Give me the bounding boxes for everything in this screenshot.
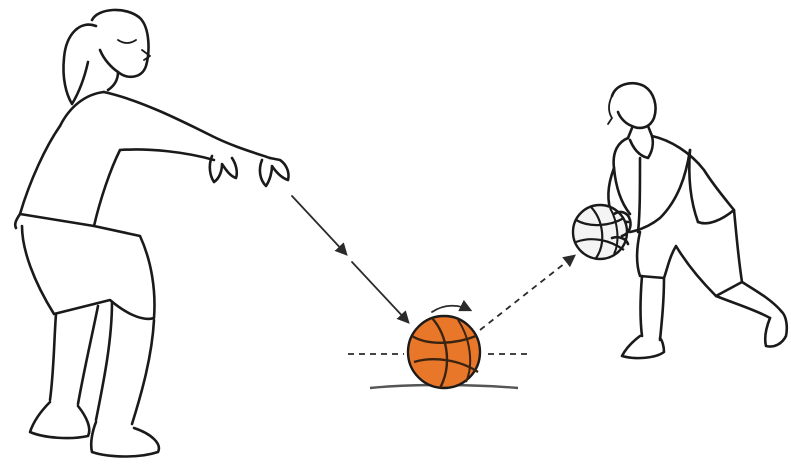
receiver-leg-left	[641, 276, 665, 340]
passer-head	[92, 10, 148, 77]
passer-torso	[20, 126, 120, 226]
passer-leg-left	[50, 306, 98, 404]
receiver-shoe-left	[622, 336, 664, 358]
passer-shoe-right	[91, 422, 159, 457]
passing-arrow-icon	[292, 196, 346, 254]
spin-arrow-icon	[432, 306, 470, 312]
bounce-arrow-icon	[480, 256, 574, 330]
receiver-head	[612, 83, 656, 128]
basketball-icon	[408, 316, 480, 388]
passer-arm-lower	[120, 149, 214, 160]
receiver-leg-right	[716, 282, 782, 318]
passer-hand-right	[260, 158, 289, 186]
passer-figure	[15, 10, 288, 457]
passer-ponytail	[63, 25, 96, 104]
passer-arm-upper	[104, 92, 270, 158]
passer-leg-right	[96, 302, 154, 424]
passer-shorts	[22, 226, 154, 319]
receiver-figure	[608, 83, 787, 358]
passer-shoe-left	[30, 402, 89, 438]
passing-arrow-icon-2	[352, 262, 408, 322]
caught-basketball-icon	[573, 205, 631, 259]
